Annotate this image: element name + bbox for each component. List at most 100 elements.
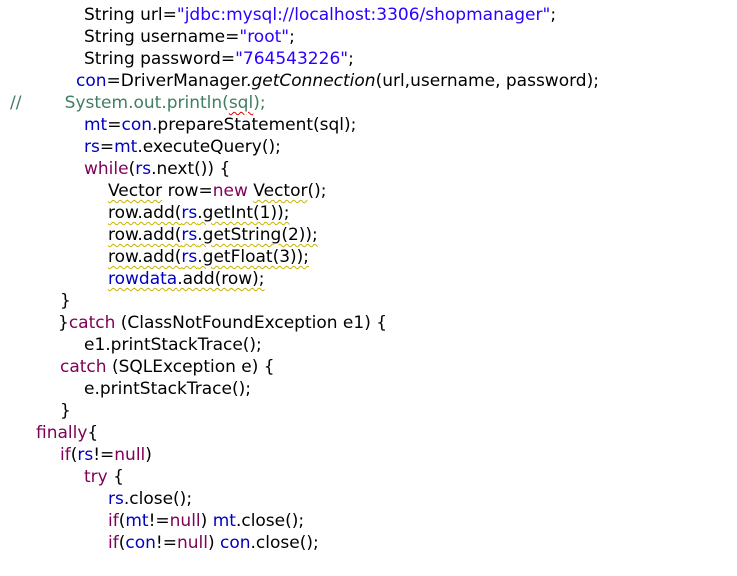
code-line[interactable]: rs.close(); [108,488,192,510]
code-line[interactable]: // System.out.println(sql); [10,92,266,114]
code-token: "root" [239,27,290,47]
code-line[interactable]: if(mt!=null) mt.close(); [108,510,304,532]
code-token: .getFloat(3)); [197,247,310,267]
code-token: Vector [253,181,308,201]
code-line[interactable]: if(con!=null) con.close(); [108,532,319,554]
code-line[interactable]: try { [84,466,124,488]
code-line[interactable]: row.add(rs.getInt(1)); [108,202,289,224]
code-token: ; [550,5,557,25]
code-line[interactable]: e.printStackTrace(); [84,378,251,400]
code-token: mt [212,511,236,531]
code-line[interactable]: catch (SQLException e) { [60,356,275,378]
code-token: while [84,159,129,179]
code-token: try [84,467,108,487]
code-token: .close(); [123,489,193,509]
code-token: new [212,181,248,201]
code-line[interactable]: row.add(rs.getFloat(3)); [108,246,309,268]
code-token: (url,username, password); [375,71,599,91]
code-token: String password= [84,49,236,69]
code-token: row.add( [108,225,182,245]
code-line[interactable]: e1.printStackTrace(); [84,334,262,356]
code-token: rowdata [108,269,178,289]
code-line[interactable]: if(rs!=null) [60,444,152,466]
code-token: row= [162,181,213,201]
code-token: con [125,533,156,553]
code-token: null [169,511,201,531]
code-token: ) [145,445,152,465]
code-token: ) [207,533,220,553]
code-line[interactable]: while(rs.next()) { [84,158,230,180]
code-token: rs [181,247,198,267]
code-token: ); [253,93,266,113]
code-token: Vector [108,181,163,201]
code-token: e1.printStackTrace(); [84,335,262,355]
code-token: { [107,467,124,487]
code-token: ; [348,49,354,69]
code-line[interactable]: rowdata.add(row); [108,268,265,290]
code-line[interactable]: } [60,290,71,312]
code-line[interactable]: rs=mt.executeQuery(); [84,136,281,158]
code-token: != [148,511,170,531]
code-token: ; [289,27,295,47]
code-token: ( [118,511,126,531]
code-line[interactable]: mt=con.prepareStatement(sql); [84,114,356,136]
code-token: .getInt(1)); [197,203,290,223]
code-token: con [76,71,107,91]
code-token: con [220,533,251,553]
code-token: } [60,291,71,311]
code-token: .close(); [250,533,319,553]
code-token: ( [70,445,78,465]
code-token: rs [108,489,124,509]
code-token: String username= [84,27,240,47]
code-token: e.printStackTrace(); [84,379,251,399]
code-token: // System.out.println( [10,93,229,113]
code-token: sql [228,93,254,113]
code-token: rs [181,225,198,245]
code-token: rs [84,137,100,157]
code-line[interactable]: }catch (ClassNotFoundException e1) { [58,312,387,334]
code-token: finally [36,423,88,443]
code-line[interactable]: String url="jdbc:mysql://localhost:3306/… [84,4,556,26]
code-token: "jdbc:mysql://localhost:3306/shopmanager… [176,5,551,25]
code-line[interactable]: con=DriverManager.getConnection(url,user… [76,70,599,92]
code-token: String url= [84,5,177,25]
code-token: != [155,533,177,553]
code-token: ( [128,159,136,179]
code-token: } [58,313,69,333]
code-token: = [107,115,122,135]
code-token: mt [84,115,108,135]
code-token: null [114,445,146,465]
code-token: (SQLException e) { [106,357,275,377]
code-token: rs [135,159,152,179]
code-token: "764543226" [235,49,349,69]
code-line[interactable]: finally{ [36,422,98,444]
code-token: =DriverManager. [106,71,252,91]
code-token: mt [125,511,149,531]
code-line[interactable]: row.add(rs.getString(2)); [108,224,318,246]
code-line[interactable]: String username="root"; [84,26,295,48]
code-token: } [60,401,71,421]
code-token: catch [68,313,116,333]
code-token: getConnection [251,71,376,91]
code-token: .add(row); [177,269,265,289]
code-token: (ClassNotFoundException e1) { [115,313,388,333]
code-token: = [99,137,115,157]
code-token: != [93,445,115,465]
code-token: mt [114,137,138,157]
code-token: .getString(2)); [197,225,318,245]
code-token: ( [118,533,126,553]
code-token: ) [200,511,213,531]
code-line[interactable]: } [60,400,71,422]
code-token: rs [181,203,198,223]
code-token: .prepareStatement(sql); [152,115,357,135]
code-line[interactable]: Vector row=new Vector(); [108,180,326,202]
code-line[interactable]: String password="764543226"; [84,48,354,70]
code-token: con [121,115,153,135]
code-token: catch [60,357,107,377]
code-token: null [176,533,208,553]
code-token: { [87,423,99,443]
code-token: .close(); [235,511,305,531]
code-token: .next()) { [151,159,231,179]
code-token: .executeQuery(); [137,137,281,157]
